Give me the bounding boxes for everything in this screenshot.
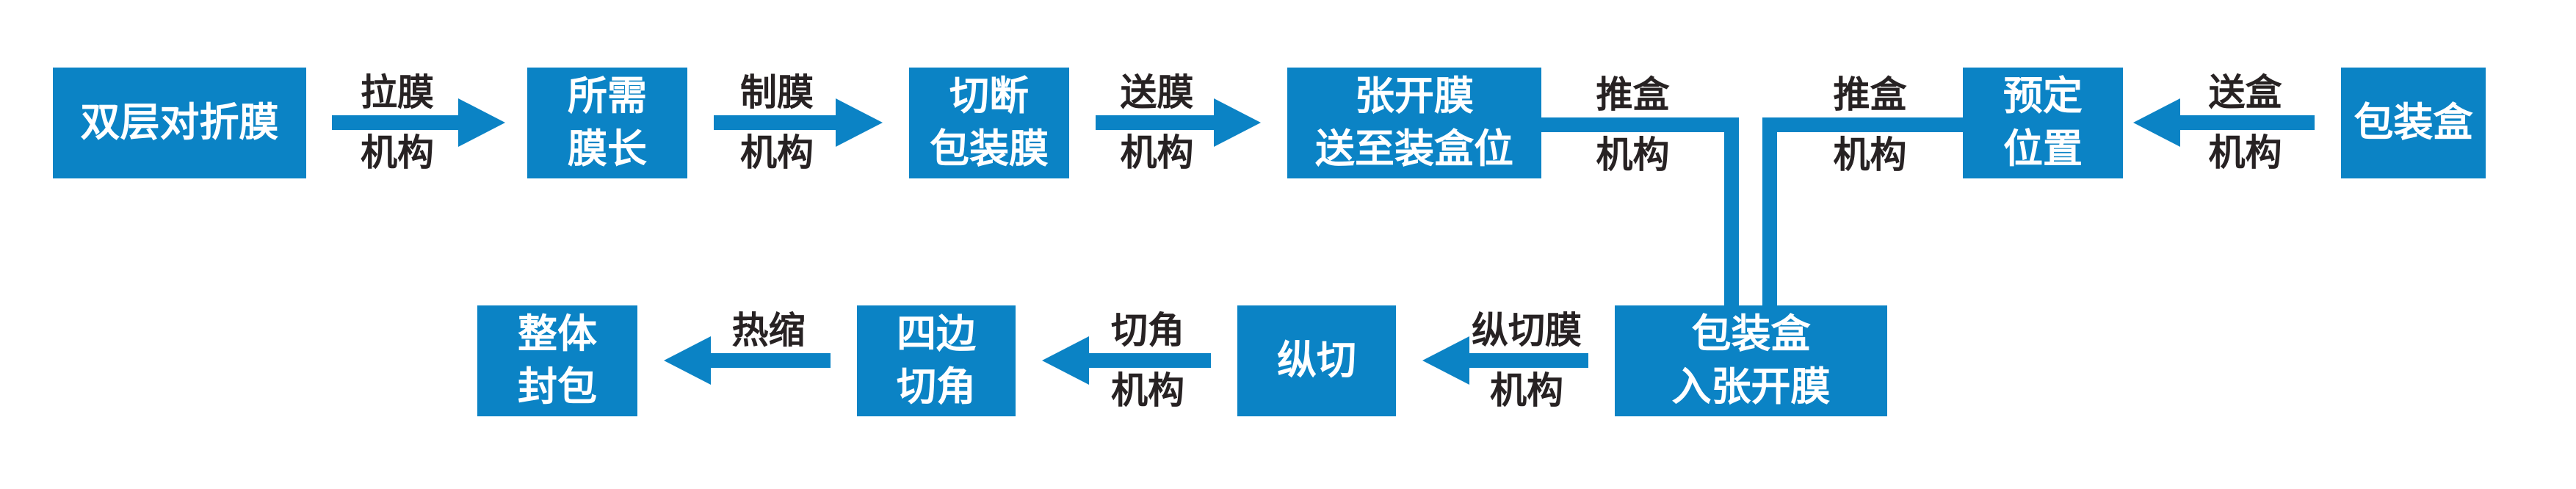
arrow-make-film: 制膜 机构 <box>714 64 883 181</box>
flow-node-label: 切断 包装膜 <box>930 74 1049 171</box>
connector-push-box-right-vertical <box>1762 117 1777 305</box>
arrow-shaft <box>1096 115 1218 130</box>
arrow-head-left-icon <box>664 336 711 385</box>
arrow-pull-film: 拉膜 机构 <box>332 64 505 181</box>
arrow-label-top: 切角 <box>1111 310 1184 351</box>
connector-label-bottom: 机构 <box>1833 134 1907 175</box>
arrow-slit-film: 纵切膜 机构 <box>1422 302 1588 419</box>
arrow-label-top: 送膜 <box>1120 72 1194 113</box>
arrow-label-top: 拉膜 <box>361 72 434 113</box>
arrow-shaft <box>706 353 831 368</box>
arrow-shaft <box>1085 353 1211 368</box>
flow-node-box-into-opened-film: 包装盒 入张开膜 <box>1615 305 1887 416</box>
flow-node-double-folded-film: 双层对折膜 <box>53 68 306 178</box>
arrow-shaft <box>714 115 840 130</box>
flow-node-overall-sealing: 整体 封包 <box>477 305 637 416</box>
connector-push-box-left-horizontal <box>1541 117 1739 132</box>
arrow-label-top: 制膜 <box>740 72 814 113</box>
arrow-head-left-icon <box>1422 336 1469 385</box>
flow-node-four-side-corner-cut: 四边 切角 <box>857 305 1016 416</box>
arrow-label-top: 纵切膜 <box>1472 310 1582 351</box>
flow-node-label: 纵切 <box>1277 338 1356 383</box>
flow-node-open-film-to-boxing: 张开膜 送至装盒位 <box>1287 68 1541 178</box>
arrow-head-right-icon <box>836 98 883 147</box>
arrow-shaft <box>1465 353 1588 368</box>
flow-node-label: 张开膜 送至装盒位 <box>1315 74 1513 171</box>
connector-label-top: 推盒 <box>1833 74 1907 115</box>
flow-node-label: 预定 位置 <box>2003 74 2083 171</box>
flow-node-packaging-box: 包装盒 <box>2341 68 2486 178</box>
connector-push-box-left-label: 推盒 机构 <box>1541 66 1724 184</box>
arrow-label-top: 热缩 <box>731 310 806 351</box>
arrow-head-left-icon <box>1042 336 1089 385</box>
flow-node-label: 四边 切角 <box>897 312 976 409</box>
flow-node-label: 包装盒 <box>2354 100 2473 145</box>
arrow-head-right-icon <box>458 98 505 147</box>
arrow-corner-cut: 切角 机构 <box>1042 302 1211 419</box>
flow-node-label: 包装盒 入张开膜 <box>1671 312 1831 409</box>
arrow-label-bottom: 机构 <box>2208 132 2282 173</box>
arrow-label-bottom: 机构 <box>740 132 814 173</box>
flow-node-label: 双层对折膜 <box>80 100 279 145</box>
arrow-label-bottom: 机构 <box>1490 370 1563 411</box>
flow-node-preset-position: 预定 位置 <box>1963 68 2123 178</box>
arrow-feed-film: 送膜 机构 <box>1096 64 1261 181</box>
arrow-head-left-icon <box>2133 98 2180 147</box>
arrow-feed-box: 送盒 机构 <box>2133 64 2315 181</box>
arrow-label-bottom: 机构 <box>1120 132 1194 173</box>
connector-push-box-right-label: 推盒 机构 <box>1777 66 1963 184</box>
connector-push-box-left-vertical <box>1724 117 1739 305</box>
arrow-label-bottom: 机构 <box>361 132 434 173</box>
arrow-heat-shrink: 热缩 <box>664 302 831 419</box>
connector-push-box-right-horizontal <box>1762 117 1963 132</box>
connector-label-bottom: 机构 <box>1596 134 1670 175</box>
arrow-label-top: 送盒 <box>2208 72 2282 113</box>
arrow-head-right-icon <box>1214 98 1261 147</box>
arrow-shaft <box>332 115 463 130</box>
flow-node-label: 所需 膜长 <box>568 74 647 171</box>
connector-label-top: 推盒 <box>1596 74 1670 115</box>
flow-node-longitudinal-cut: 纵切 <box>1237 305 1396 416</box>
flow-node-label: 整体 封包 <box>518 312 597 409</box>
flow-node-required-film-length: 所需 膜长 <box>527 68 687 178</box>
flow-node-cut-packaging-film: 切断 包装膜 <box>909 68 1069 178</box>
arrow-label-bottom: 机构 <box>1111 370 1184 411</box>
arrow-shaft <box>2176 115 2315 130</box>
